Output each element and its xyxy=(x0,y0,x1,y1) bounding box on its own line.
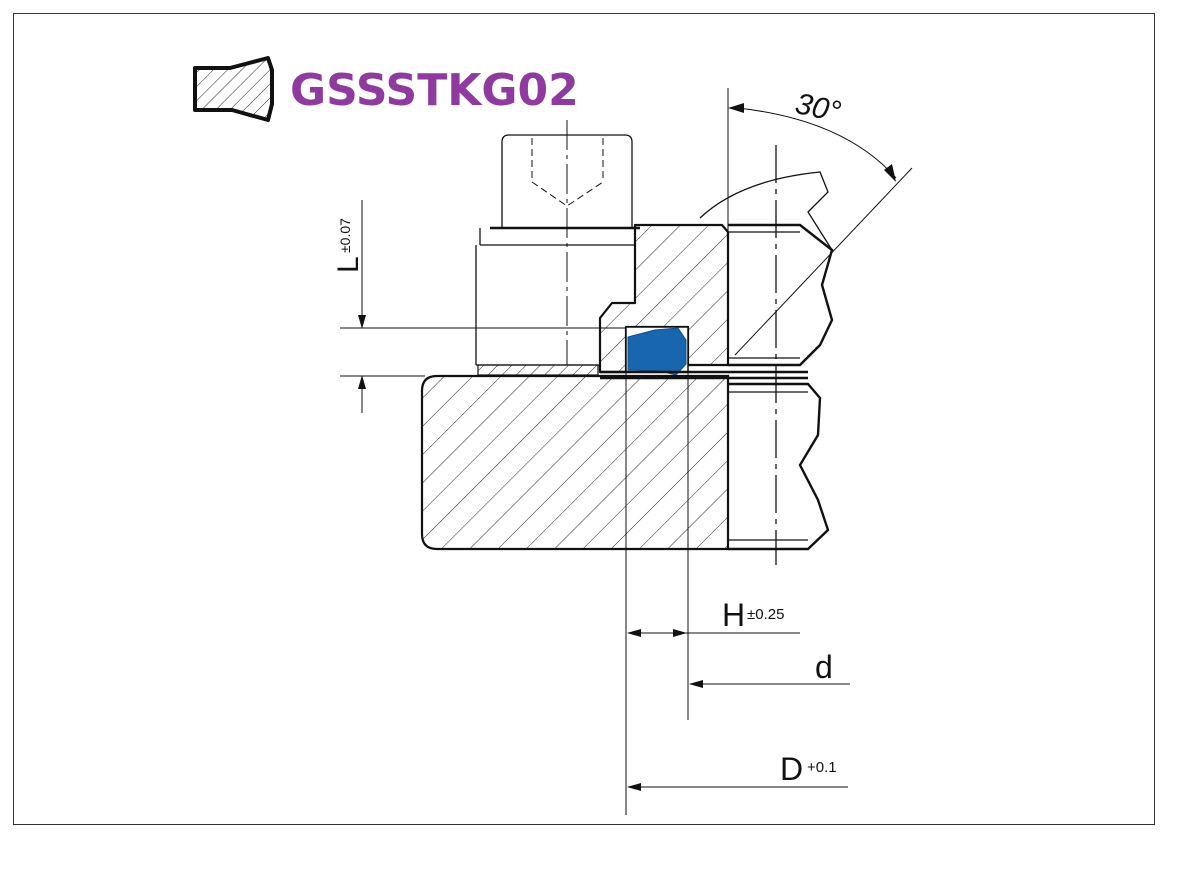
d-big-tolerance: +0.1 xyxy=(807,759,837,776)
d-big-label: D xyxy=(780,751,803,787)
centerlines xyxy=(566,120,777,565)
d-small-label: d xyxy=(815,649,833,685)
rotation-arc xyxy=(699,171,833,251)
seal-profile xyxy=(627,327,687,376)
d-small-dimension: d xyxy=(689,649,850,688)
drawing-frame xyxy=(13,13,1155,825)
product-code-title: GSSSTKG02 xyxy=(290,65,579,116)
h-label: H xyxy=(722,597,745,633)
h-tolerance: ±0.25 xyxy=(747,606,784,623)
l-label: L xyxy=(332,256,365,273)
lower-shaft-segment xyxy=(728,382,830,551)
d-big-dimension: D +0.1 xyxy=(627,751,848,791)
l-tolerance: ±0.07 xyxy=(337,218,353,253)
angle-dimension: 30° xyxy=(727,87,913,360)
lower-body xyxy=(420,374,730,551)
l-dimension: L ±0.07 xyxy=(332,200,626,413)
hatched-strip xyxy=(477,364,599,376)
profile-symbol-icon xyxy=(193,56,274,122)
h-dimension: H ±0.25 xyxy=(627,597,800,637)
angle-label: 30° xyxy=(792,87,843,129)
